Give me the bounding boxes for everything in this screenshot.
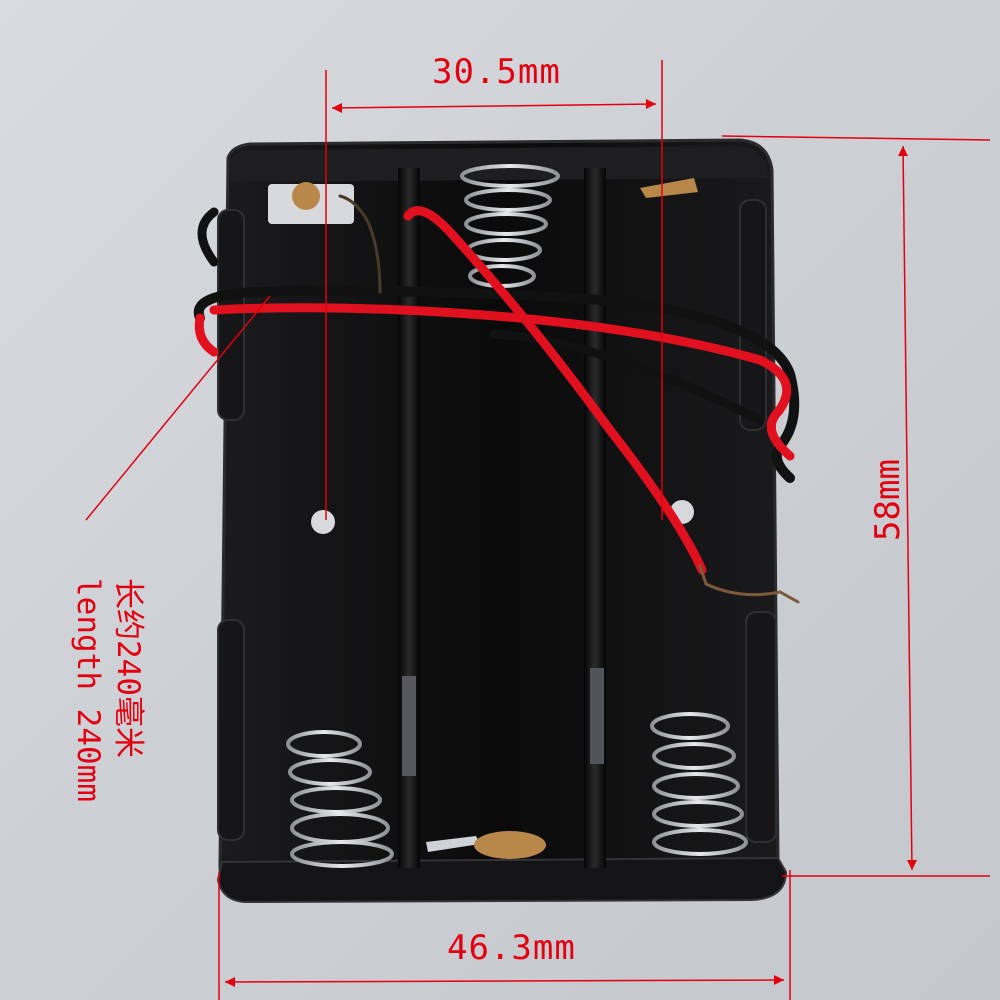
spring-contact-bottom-right (650, 712, 748, 856)
top-width-label: 30.5mm (432, 52, 561, 92)
battery-holder (216, 138, 788, 904)
wire-length-cn: 长约240毫米 (110, 578, 146, 759)
dimension-lines (85, 60, 991, 1000)
wire-length-en: length 240mm (70, 578, 106, 802)
wire-length-label: 长约240毫米 length 240mm (68, 578, 148, 802)
spring-contact-bottom-left (286, 730, 394, 868)
height-label: 58mm (868, 459, 908, 541)
lead-wires (193, 194, 800, 604)
bottom-width-label: 46.3mm (447, 928, 576, 968)
